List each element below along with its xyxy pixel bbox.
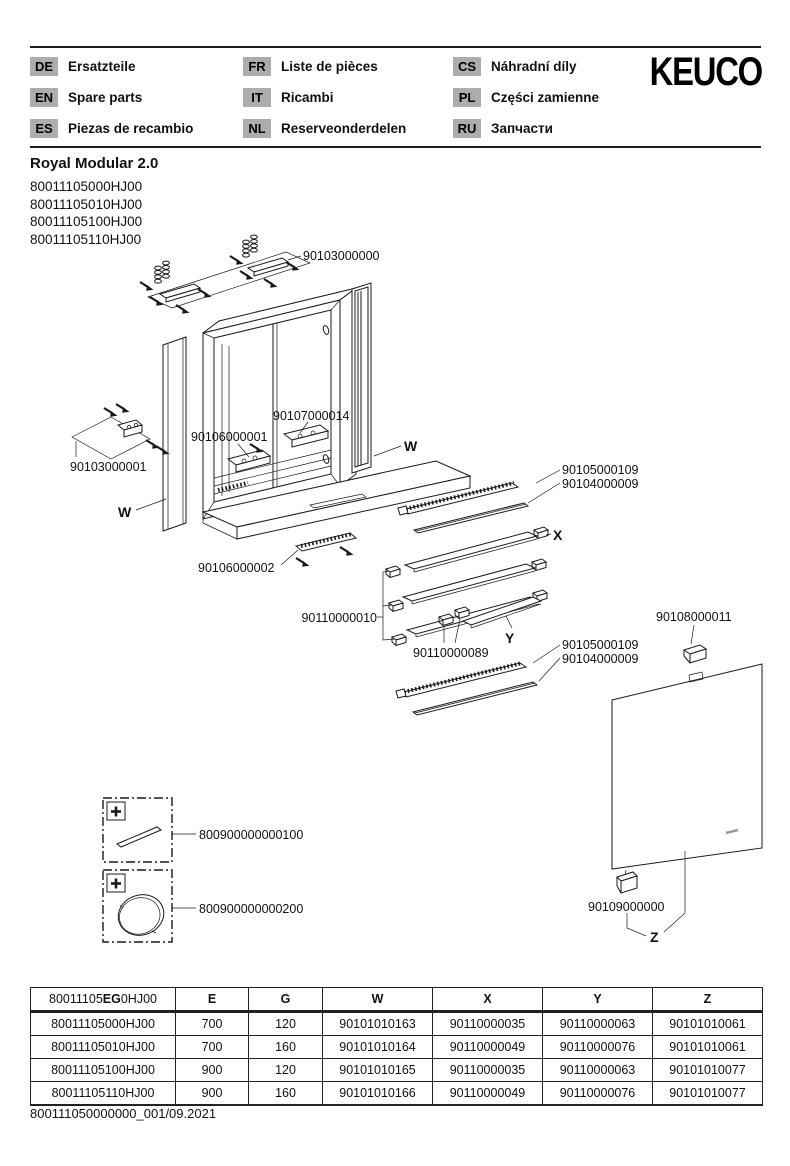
variants-table: 80011105EG0HJ00 E G W X Y Z 80011105000H…: [30, 987, 763, 1106]
lang-badge-ru: RU: [453, 119, 481, 138]
label-wall-clamp: 90103000001: [70, 460, 147, 474]
top-rule: [30, 46, 761, 48]
col-e: E: [175, 987, 249, 1013]
lang-badge-nl: NL: [243, 119, 271, 138]
col-g: G: [248, 987, 323, 1013]
mirror-door: [611, 663, 763, 870]
label-shelf-holder-pair: 90110000089: [413, 646, 489, 660]
lang-label-cs: Náhradní díly: [491, 59, 577, 74]
lang-label-fr: Liste de pièces: [281, 59, 378, 74]
table-row: 80011105010HJ00 700 160 90101010164 9011…: [30, 1035, 763, 1059]
lang-badge-cs: CS: [453, 57, 481, 76]
label-accessory-mirror: 800900000000200: [199, 902, 303, 916]
led-strip-bottom-part: [395, 644, 561, 699]
col-x: X: [432, 987, 543, 1013]
led-strip-top-part: [397, 469, 561, 516]
col-w: W: [322, 987, 433, 1013]
side-panel-left: [135, 336, 187, 532]
shelf-y: [461, 596, 543, 629]
product-code: 80011105100HJ00: [30, 214, 143, 229]
label-inner-unit-right: 90107000014: [273, 409, 350, 423]
product-title: Royal Modular 2.0: [30, 155, 159, 172]
label-led-strip-bottom: 90105000109: [562, 638, 639, 652]
lang-label-ru: Запчасти: [491, 121, 553, 136]
col-model: 80011105EG0HJ00: [30, 987, 176, 1013]
table-row: 80011105000HJ00 700 120 90101010163 9011…: [30, 1011, 763, 1036]
lang-label-en: Spare parts: [68, 90, 143, 105]
label-shelf-holder-set: 90110000010: [301, 611, 377, 625]
label-led-strip-top: 90105000109: [562, 463, 639, 477]
table-header-row: 80011105EG0HJ00 E G W X Y Z: [30, 987, 763, 1013]
col-z: Z: [652, 987, 763, 1013]
inner-unit-right-part: [282, 421, 330, 448]
lang-label-it: Ricambi: [281, 90, 334, 105]
exploded-diagram: 90103000000: [70, 234, 763, 945]
product-code: 80011105000HJ00: [30, 179, 143, 194]
door-glide-top-part: [682, 624, 708, 664]
label-inner-unit-left: 90106000001: [191, 430, 268, 444]
lang-label-nl: Reserveonderdelen: [281, 121, 407, 136]
accessory-profile-part: [102, 797, 196, 863]
table-row: 80011105110HJ00 900 160 90101010166 9011…: [30, 1081, 763, 1106]
lang-label-es: Piezas de recambio: [68, 121, 194, 136]
lang-badge-fr: FR: [243, 57, 271, 76]
ref-y: Y: [505, 630, 515, 646]
cell-model: 80011105010HJ00: [30, 1035, 176, 1059]
accessory-mirror-part: [102, 869, 196, 943]
cover-profile-top-part: [412, 482, 561, 534]
document-reference: 800111050000000_001/09.2021: [30, 1106, 217, 1121]
label-mounting-set: 90103000000: [303, 249, 380, 263]
product-code: 80011105110HJ00: [30, 231, 142, 247]
inner-unit-left-part: [226, 442, 272, 473]
product-codes: 80011105000HJ00 80011105010HJ00 80011105…: [30, 178, 142, 248]
ref-w-right: W: [404, 438, 418, 454]
label-door-glide-top: 90108000011: [656, 610, 732, 624]
ref-x: X: [553, 527, 563, 543]
label-bottom-light-strip: 90106000002: [198, 561, 275, 575]
wall-clamp-part: [71, 402, 171, 460]
lang-badge-it: IT: [243, 88, 271, 107]
lang-label-de: Ersatzteile: [68, 59, 136, 74]
col-y: Y: [542, 987, 653, 1013]
lang-badge-es: ES: [30, 119, 58, 138]
lang-badge-pl: PL: [453, 88, 481, 107]
lang-label-pl: Części zamienne: [491, 90, 600, 105]
ref-z: Z: [650, 929, 659, 945]
ref-w-left: W: [118, 504, 132, 520]
shelf-holder-pair-part: [438, 606, 470, 644]
glass-shelves: [377, 526, 552, 646]
cell-model: 80011105110HJ00: [30, 1081, 176, 1106]
label-accessory-profile: 800900000000100: [199, 828, 303, 842]
label-cover-profile-bottom: 90104000009: [562, 652, 639, 666]
side-frame-right: [351, 282, 402, 474]
keuco-logo: KEUCO: [649, 50, 764, 94]
door-glide-bottom-part: [616, 851, 686, 937]
label-cover-profile-top: 90104000009: [562, 477, 639, 491]
bottom-tray: [201, 460, 472, 540]
table-row: 80011105100HJ00 900 120 90101010165 9011…: [30, 1058, 763, 1082]
cell-model: 80011105100HJ00: [30, 1058, 176, 1082]
lang-badge-de: DE: [30, 57, 58, 76]
label-door-glide-bottom: 90109000000: [588, 900, 665, 914]
cell-model: 80011105000HJ00: [30, 1011, 176, 1036]
lang-badge-en: EN: [30, 88, 58, 107]
mid-rule: [30, 146, 761, 148]
cover-profile-bottom-part: [411, 657, 561, 716]
bottom-light-strip-part: [280, 532, 358, 568]
mounting-rails-part: [138, 234, 311, 315]
product-code: 80011105010HJ00: [30, 196, 143, 212]
